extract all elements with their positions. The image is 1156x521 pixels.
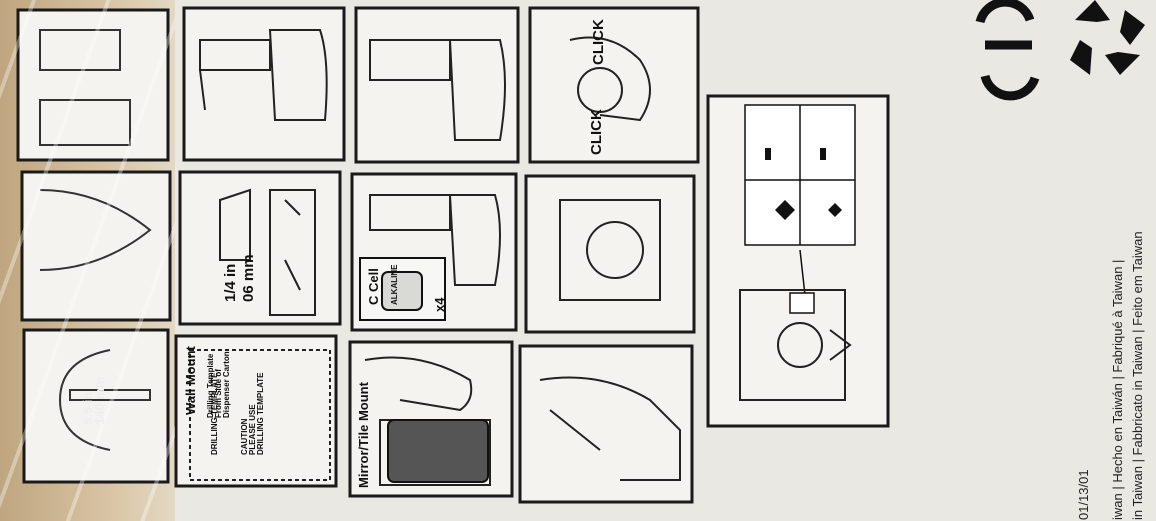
footer-date: 01/13/01 — [1076, 469, 1091, 520]
battery-label: C Cell — [366, 268, 381, 305]
panel-col1-row3 — [22, 328, 170, 484]
panel-col1-row1 — [16, 8, 170, 162]
panel-col1-row2 — [20, 170, 172, 322]
click-right: CLICK — [590, 19, 607, 65]
mirror-tile-title: Mirror/Tile Mount — [356, 382, 371, 488]
recycle-icon — [1070, 0, 1145, 75]
panel-col2-row2 — [178, 170, 342, 326]
footer-line-1: iwan | Hecho en Taiwán | Fabriqué à Taiw… — [1110, 259, 1125, 520]
drill-size-mm: 06 mm — [240, 254, 257, 302]
drilling-note-3: Dispenser Carton — [222, 351, 231, 418]
footer-line-2: in Taiwan | Fabbricato in Taiwan | Feito… — [1130, 231, 1145, 520]
panel-col2-row3 — [174, 334, 338, 488]
battery-brand: ALKALINE — [390, 264, 399, 305]
battery-count: x4 — [432, 297, 447, 312]
panel-col3-row1 — [354, 6, 520, 164]
panel-col2-row1 — [182, 6, 346, 162]
ce-mark — [975, 0, 1040, 101]
battery-cell — [381, 271, 423, 311]
panel-col4-row1 — [528, 6, 700, 164]
tape-sheen — [0, 0, 175, 521]
template-label: DRILLING TEMPLATE — [210, 372, 219, 455]
size-mm: 140 mm — [92, 376, 107, 425]
caution-3: DRILLING TEMPLATE — [256, 372, 265, 455]
panel-col4-row3 — [518, 344, 694, 504]
wall-mount-title: Wall Mount — [183, 346, 198, 415]
mirror-mount-tape — [387, 419, 489, 483]
click-left: CLICK — [588, 109, 605, 155]
panel-col4-row2 — [524, 174, 696, 334]
drill-size-in: 1/4 in — [222, 263, 239, 302]
